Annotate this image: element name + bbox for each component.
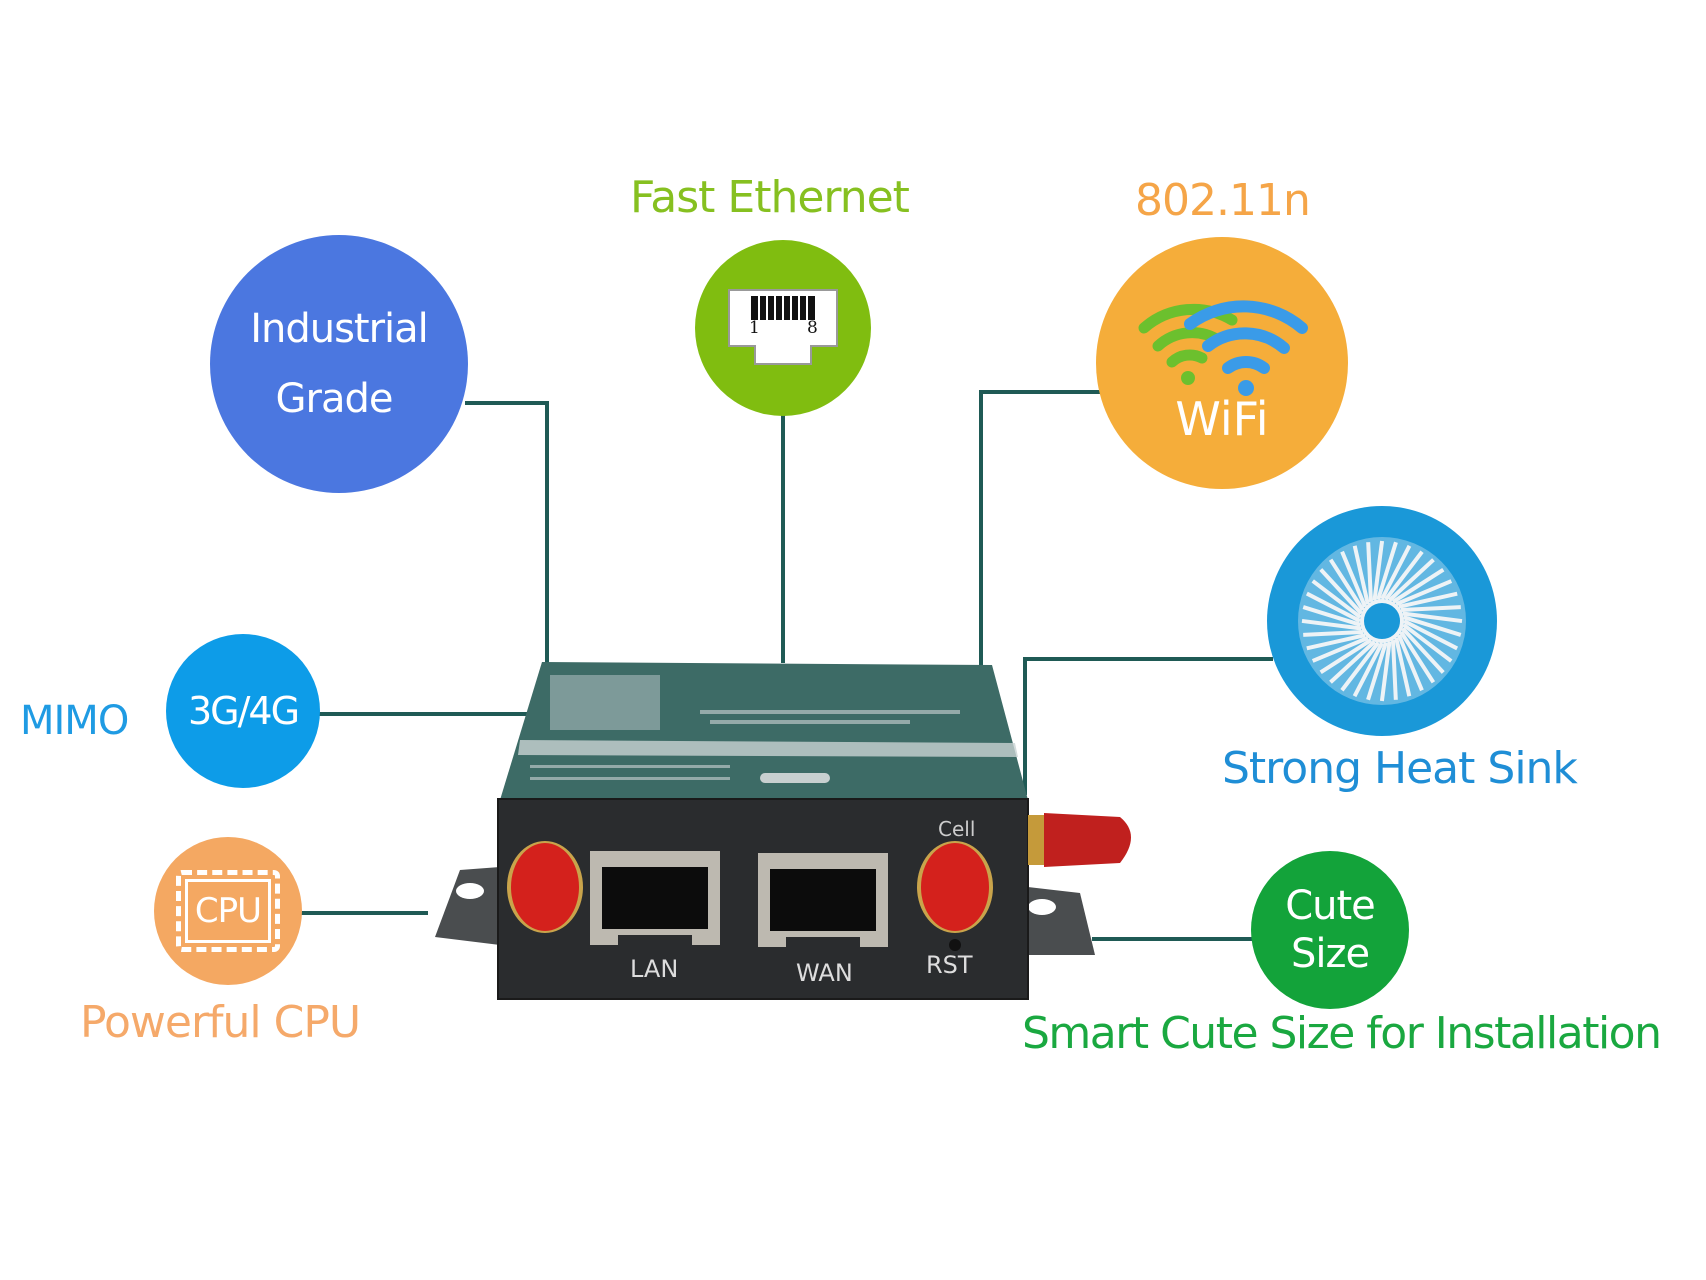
heatsink-fin xyxy=(1395,579,1453,606)
cell-antenna-label: Cell xyxy=(938,817,976,841)
connector-wifi-v xyxy=(979,390,983,666)
wifi-badge: WiFi xyxy=(1096,237,1348,489)
connector-cute xyxy=(1092,937,1254,941)
heatsink-fin xyxy=(1329,640,1376,684)
router-device: LAN WAN RST Cell xyxy=(430,655,1150,1015)
connector-heatsink-h xyxy=(1023,657,1273,661)
heatsink-fin xyxy=(1403,615,1462,637)
connector-ethernet xyxy=(781,414,785,663)
connector-industrial-h xyxy=(465,401,549,405)
heatsink-fin xyxy=(1384,550,1424,601)
fast-ethernet-title: Fast Ethernet xyxy=(630,172,910,223)
heatsink-fin xyxy=(1400,605,1461,612)
cute-size-caption: Smart Cute Size for Installation xyxy=(1022,1008,1662,1059)
reset-label: RST xyxy=(926,951,973,979)
heatsink-fin xyxy=(1402,623,1453,663)
ethernet-badge: 1 8 xyxy=(695,240,871,416)
heatsink-fin xyxy=(1301,618,1362,631)
connector-wifi-h xyxy=(979,390,1101,394)
mimo-label: MIMO xyxy=(20,698,129,744)
heatsink-fin xyxy=(1391,567,1445,604)
connector-cpu xyxy=(300,911,428,915)
heatsink-fin xyxy=(1402,611,1463,624)
heatsink-fin xyxy=(1319,638,1373,675)
heatsink-fin xyxy=(1366,642,1388,701)
heatsink-fin xyxy=(1340,641,1380,692)
wan-port-label: WAN xyxy=(796,959,853,987)
connector-heatsink-v xyxy=(1023,657,1027,795)
heatsink-fin xyxy=(1340,550,1367,608)
heatsink-fin xyxy=(1305,591,1361,623)
heatsink-fin xyxy=(1401,627,1445,674)
cpu-badge: CPU xyxy=(154,837,302,985)
heatsink-fin xyxy=(1376,541,1398,600)
connector-mimo xyxy=(315,712,533,716)
industrial-line1: Industrial xyxy=(250,306,429,352)
heatsink-fin xyxy=(1372,540,1385,601)
heatsink-fin xyxy=(1328,558,1365,612)
pin-8-label: 8 xyxy=(807,318,818,338)
cpu-chip-label: CPU xyxy=(194,891,262,931)
industrial-line2: Grade xyxy=(275,376,394,422)
connector-industrial-v xyxy=(545,401,549,663)
pin-1-label: 1 xyxy=(749,318,760,338)
heatsink-fin xyxy=(1394,637,1412,697)
lan-port-label: LAN xyxy=(630,955,679,983)
heatsink-fin xyxy=(1398,591,1458,609)
heatsink-icon xyxy=(1298,537,1466,705)
heatsink-fin xyxy=(1380,544,1412,600)
heatsink-fin xyxy=(1397,634,1424,692)
heatsink-fin xyxy=(1302,605,1361,627)
wifi-icon xyxy=(1138,300,1308,396)
heatsink-fin xyxy=(1319,568,1363,615)
heatsink-caption: Strong Heat Sink xyxy=(1222,743,1578,794)
mimo-badge-label: 3G/4G xyxy=(187,689,300,733)
heatsink-fin xyxy=(1352,642,1384,698)
cute-line1: Cute xyxy=(1285,883,1376,929)
cute-size-badge: Cute Size xyxy=(1251,851,1409,1009)
heatsink-badge xyxy=(1267,506,1497,736)
cpu-chip-icon: CPU xyxy=(176,870,280,952)
heatsink-fin xyxy=(1399,630,1436,684)
heatsink-fin xyxy=(1311,636,1369,663)
heatsink-fin xyxy=(1403,619,1459,651)
wifi-icon-label: WiFi xyxy=(1175,392,1269,446)
heatsink-fin xyxy=(1311,579,1362,619)
heatsink-fin xyxy=(1388,558,1435,602)
cute-line2: Size xyxy=(1290,931,1370,977)
wifi-standard-title: 802.11n xyxy=(1135,175,1311,226)
heatsink-fin xyxy=(1303,630,1364,637)
heatsink-fin xyxy=(1306,633,1366,651)
heatsink-fin xyxy=(1366,542,1373,603)
industrial-grade-badge: Industrial Grade xyxy=(210,235,468,493)
rj45-port-icon: 1 8 xyxy=(727,288,839,368)
mimo-3g4g-badge: 3G/4G xyxy=(166,634,320,788)
cpu-caption: Powerful CPU xyxy=(80,997,361,1048)
heatsink-fin xyxy=(1379,641,1392,702)
heatsink-fin xyxy=(1391,639,1398,700)
heatsink-fin xyxy=(1352,545,1370,605)
